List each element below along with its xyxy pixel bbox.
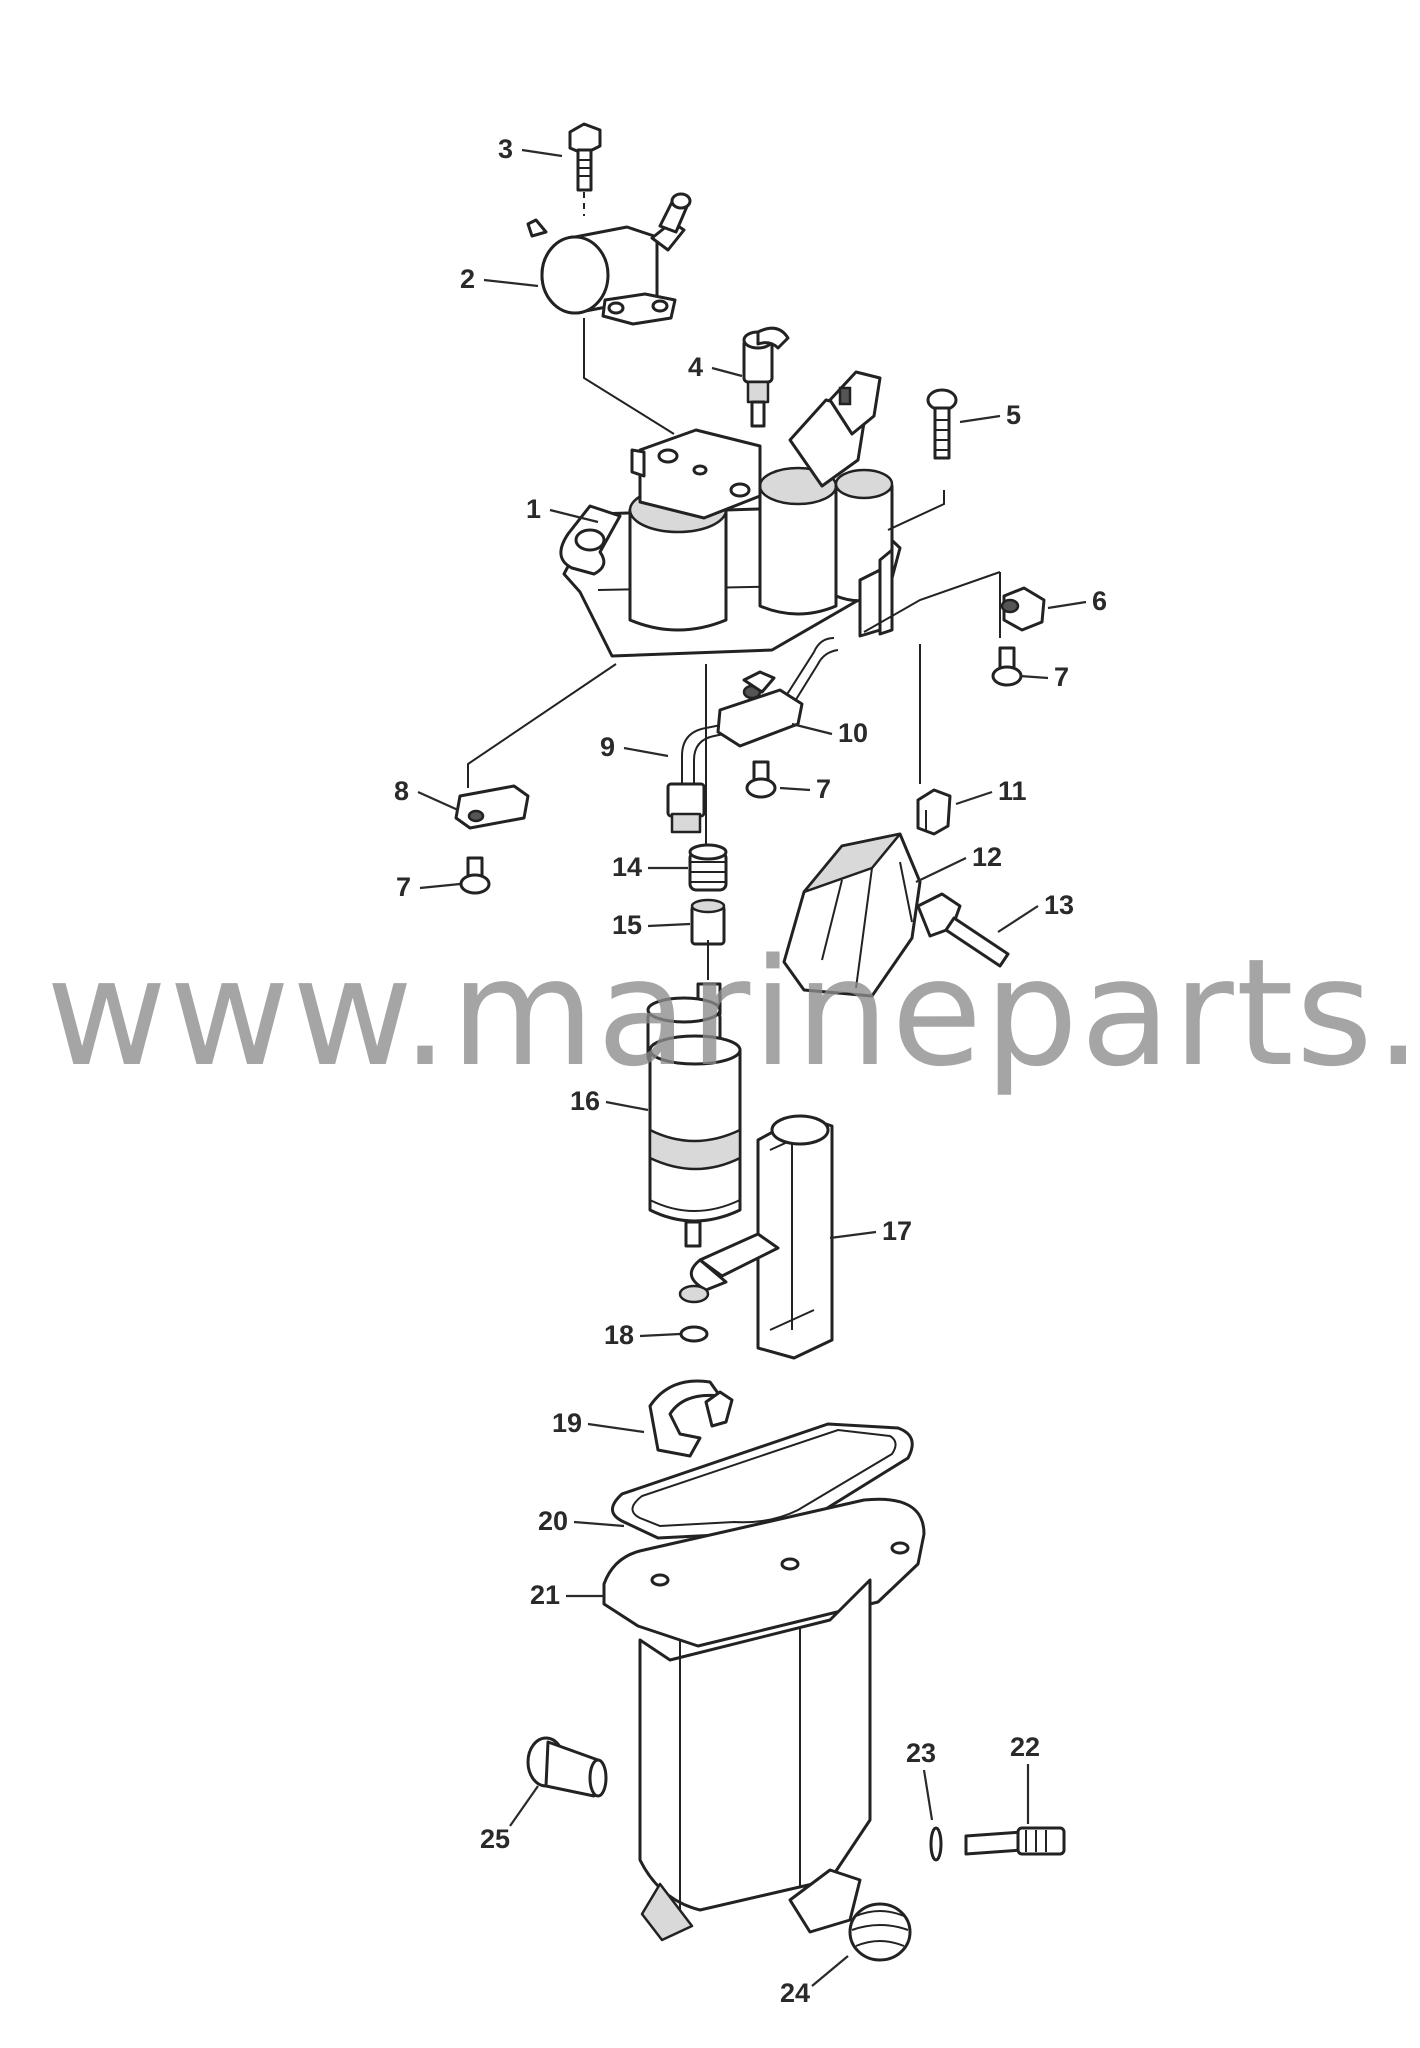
part-7-screw-right bbox=[991, 646, 1023, 687]
callout-20: 20 bbox=[538, 1506, 568, 1536]
part-18-washer bbox=[678, 1284, 710, 1343]
callout-8: 8 bbox=[394, 776, 409, 806]
callout-6: 6 bbox=[1092, 586, 1107, 616]
part-23-o-ring bbox=[929, 1826, 943, 1862]
callout-12: 12 bbox=[972, 842, 1002, 872]
part-7-screw-middle bbox=[745, 760, 777, 799]
part-1-housing-assembly bbox=[559, 370, 902, 658]
callout-3: 3 bbox=[498, 134, 513, 164]
part-25-fitting bbox=[526, 1736, 608, 1798]
watermark-text: www.marineparts.eu bbox=[46, 927, 1420, 1099]
part-7-screw-left bbox=[459, 856, 491, 895]
callout-24: 24 bbox=[780, 1978, 810, 2008]
part-4-sensor bbox=[742, 326, 790, 428]
callout-1: 1 bbox=[526, 494, 541, 524]
callout-14: 14 bbox=[612, 852, 642, 882]
callout-9: 9 bbox=[600, 732, 615, 762]
part-19-clip bbox=[648, 1379, 734, 1458]
callout-7-middle: 7 bbox=[816, 774, 831, 804]
part-11-fitting bbox=[916, 788, 952, 836]
callout-18: 18 bbox=[604, 1320, 634, 1350]
callout-4: 4 bbox=[688, 352, 703, 382]
callout-16: 16 bbox=[570, 1086, 600, 1116]
part-12-filter-cover bbox=[782, 832, 922, 998]
part-17-pump-bracket bbox=[689, 1114, 834, 1360]
part-2-regulator bbox=[526, 192, 692, 326]
callout-15: 15 bbox=[612, 910, 642, 940]
callout-13: 13 bbox=[1044, 890, 1074, 920]
callout-17: 17 bbox=[882, 1216, 912, 1246]
assembly-lines bbox=[467, 318, 1001, 980]
part-13-sensor bbox=[916, 892, 1010, 968]
callout-23: 23 bbox=[906, 1738, 936, 1768]
part-16-fuel-pump bbox=[646, 982, 742, 1248]
callout-21: 21 bbox=[530, 1580, 560, 1610]
callout-19: 19 bbox=[552, 1408, 582, 1438]
part-6-clip bbox=[1000, 586, 1046, 632]
callouts: 3 2 4 5 1 6 7 10 9 7 11 8 14 12 7 13 15 bbox=[394, 134, 1107, 2008]
part-3-bolt bbox=[568, 122, 602, 216]
part-10-clamp bbox=[716, 670, 804, 748]
callout-25: 25 bbox=[480, 1824, 510, 1854]
part-8-bracket bbox=[454, 784, 530, 830]
part-22-drain-plug bbox=[964, 1826, 1066, 1856]
part-24-fitting bbox=[848, 1902, 912, 1962]
callout-2: 2 bbox=[460, 264, 475, 294]
callout-7-right: 7 bbox=[1054, 662, 1069, 692]
callout-11: 11 bbox=[998, 776, 1027, 806]
callout-22: 22 bbox=[1010, 1732, 1040, 1762]
callout-7-left: 7 bbox=[396, 872, 411, 902]
part-5-screw bbox=[926, 388, 958, 460]
callout-10: 10 bbox=[838, 718, 868, 748]
part-15-sleeve bbox=[690, 898, 726, 946]
callout-5: 5 bbox=[1006, 400, 1021, 430]
part-14-filter bbox=[688, 843, 728, 892]
part-21-housing-bowl bbox=[602, 1497, 926, 1942]
